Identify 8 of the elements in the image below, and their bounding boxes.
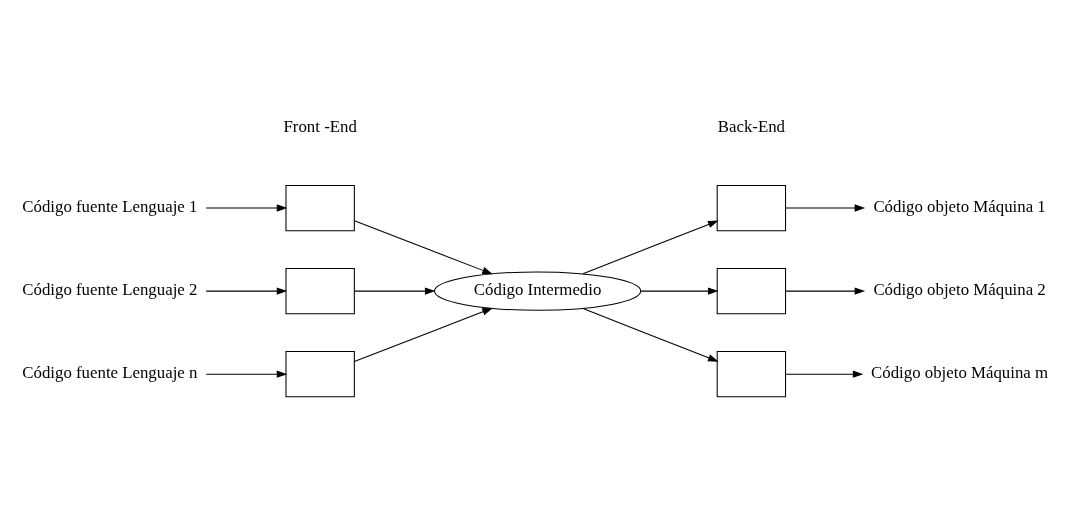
node-text: Código objeto Máquina 2	[873, 280, 1046, 300]
label: Front -End	[283, 117, 357, 137]
label: Back-End	[717, 117, 785, 137]
node-text: Código fuente Lenguaje n	[22, 363, 198, 383]
node-text: Código objeto Máquina 1	[873, 197, 1046, 217]
node-text: Código objeto Máquina m	[871, 363, 1049, 383]
node-text: Código fuente Lenguaje 2	[22, 280, 198, 300]
node-text: Código fuente Lenguaje 1	[22, 197, 198, 217]
